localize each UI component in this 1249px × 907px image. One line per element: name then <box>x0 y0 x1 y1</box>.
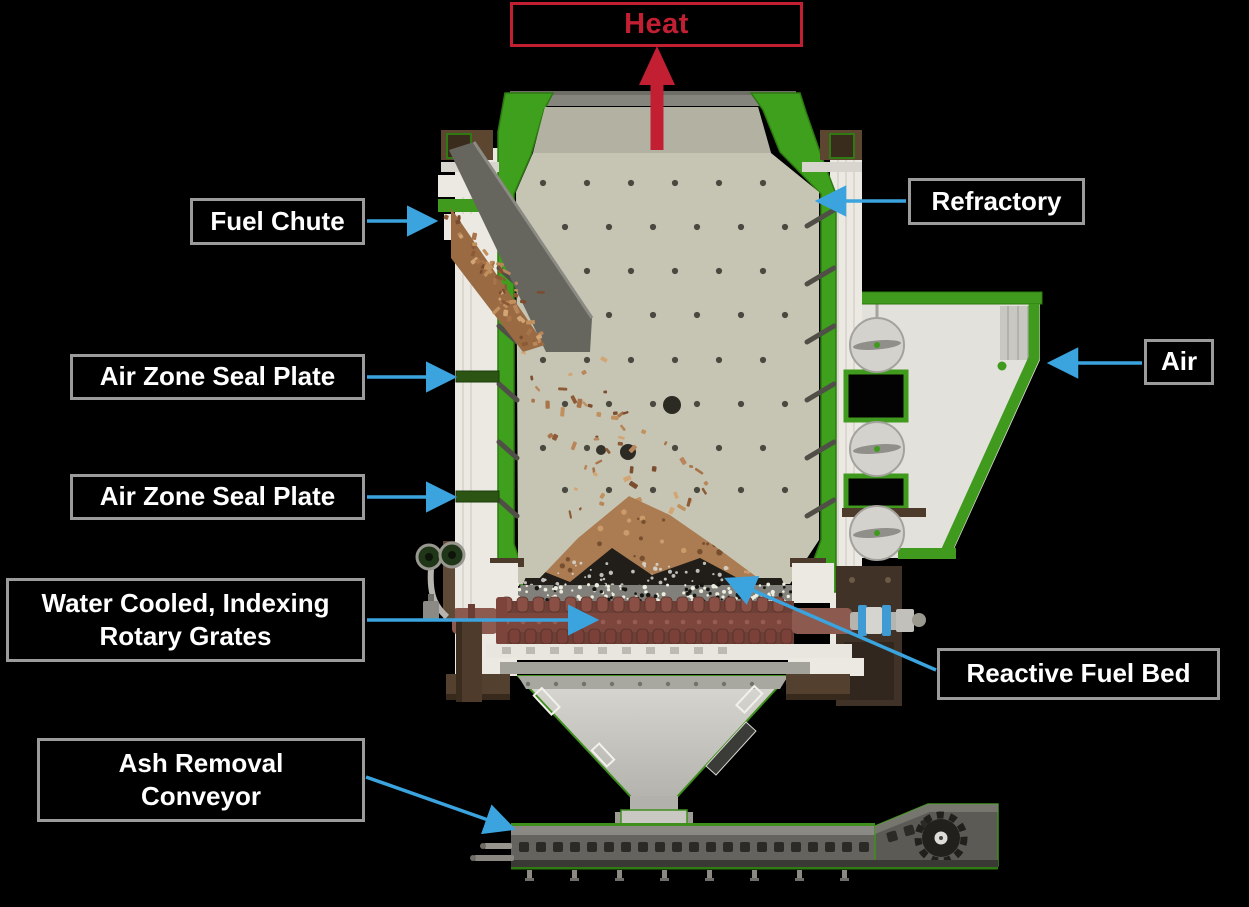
label-seal-bottom-text: Air Zone Seal Plate <box>99 481 336 512</box>
label-ash-conveyor-line1: Ash Removal <box>118 748 284 778</box>
wood-chips-stream <box>470 242 709 519</box>
label-ash-conveyor-line2: Conveyor <box>141 781 261 811</box>
label-heat: Heat <box>510 2 803 47</box>
refractory-air-holes <box>539 179 789 494</box>
heat-arrow <box>639 46 675 150</box>
label-seal-top-text: Air Zone Seal Plate <box>99 361 336 392</box>
label-refractory: Refractory <box>908 178 1085 225</box>
label-refractory-text: Refractory <box>931 185 1062 216</box>
fuel-bed <box>516 496 792 604</box>
ash-hopper <box>515 675 791 840</box>
rotary-grate <box>452 596 926 645</box>
label-heat-text: Heat <box>624 7 689 40</box>
air-damper-valves <box>849 317 905 561</box>
label-reactive-fuel-bed-text: Reactive Fuel Bed <box>966 658 1191 689</box>
label-air-text: Air <box>1160 346 1198 377</box>
label-ash-conveyor: Ash Removal Conveyor <box>37 738 365 822</box>
label-air-zone-seal-plate-bottom: Air Zone Seal Plate <box>70 474 365 520</box>
label-reactive-fuel-bed: Reactive Fuel Bed <box>937 648 1220 700</box>
label-rotary-grates-line1: Water Cooled, Indexing <box>41 588 330 618</box>
callout-arrow-ash-conveyor <box>365 775 516 835</box>
label-fuel-chute-text: Fuel Chute <box>210 205 345 236</box>
label-air: Air <box>1144 339 1214 385</box>
label-fuel-chute: Fuel Chute <box>190 198 365 245</box>
bed-side-blocks <box>480 558 834 603</box>
ash-conveyor <box>470 803 999 881</box>
water-pipe-bracket <box>415 541 482 702</box>
callout-arrow-reactive-bed <box>724 576 937 672</box>
conveyor-sprocket <box>914 811 968 865</box>
label-air-zone-seal-plate-top: Air Zone Seal Plate <box>70 354 365 400</box>
label-rotary-grates: Water Cooled, Indexing Rotary Grates <box>6 578 365 662</box>
label-rotary-grates-line2: Rotary Grates <box>99 621 272 651</box>
